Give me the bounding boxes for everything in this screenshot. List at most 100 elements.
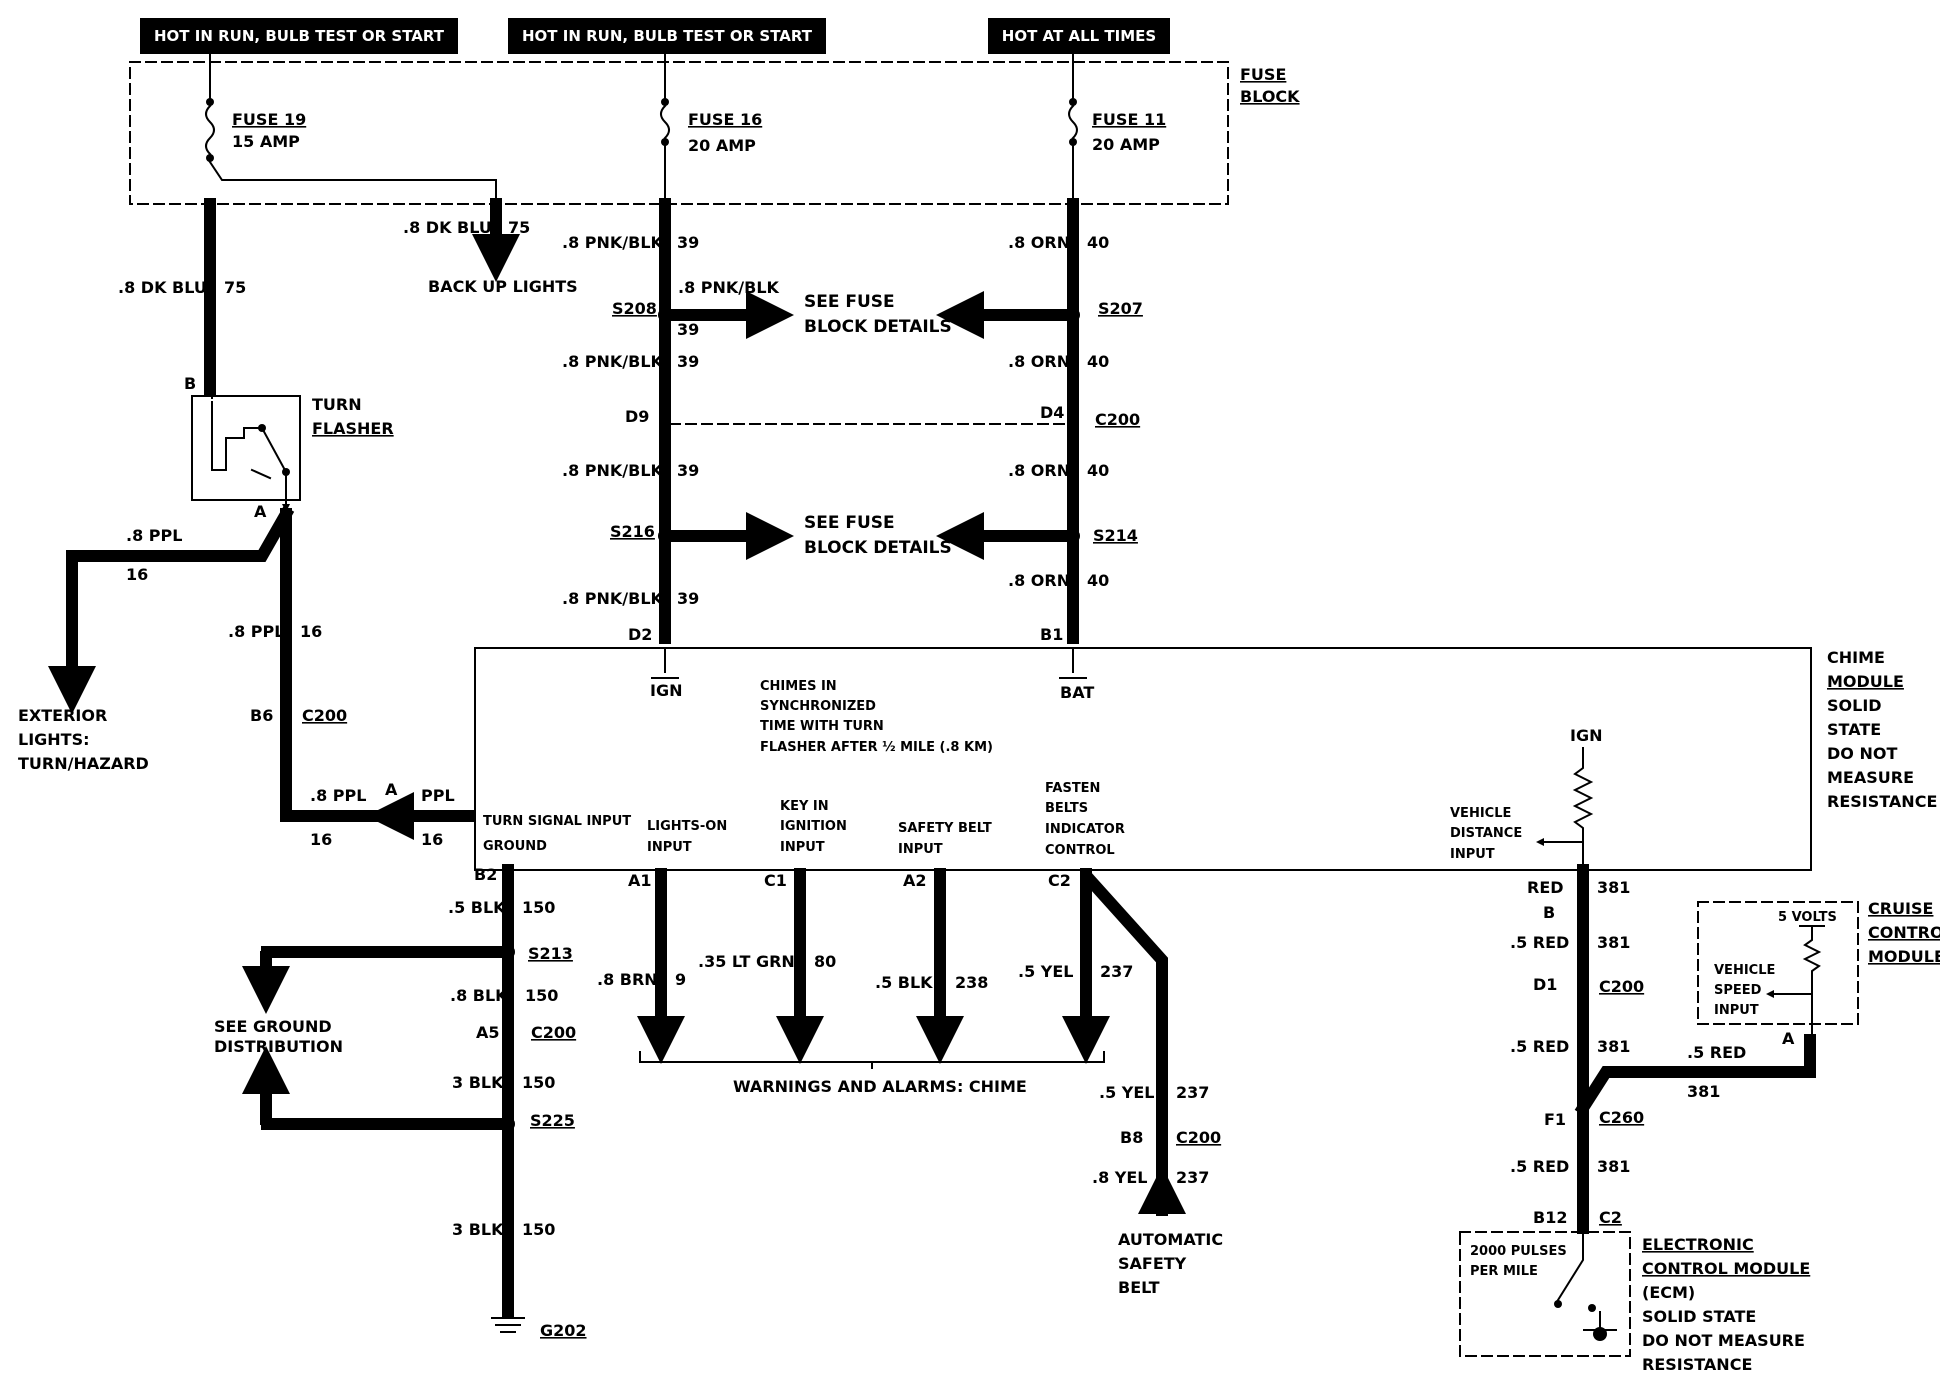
exterior-label-2: LIGHTS: [18,730,90,749]
auto-belt-label-3: BELT [1118,1278,1160,1297]
chime-side-4: STATE [1827,720,1881,739]
cruise-5-volts: 5 VOLTS [1778,910,1837,925]
see-fuse-label-2: SEE FUSE [804,513,895,533]
circuit-16-c: 16 [421,830,443,849]
circuit-16-b: 16 [310,830,332,849]
chime-ign-label: IGN [650,681,682,700]
cruise-vs-3: INPUT [1714,1003,1759,1018]
chime-side-2: MODULE [1827,672,1904,691]
pullup-resistor-icon [1572,747,1594,869]
sync-note-4: FLASHER AFTER ½ MILE (.8 KM) [760,740,993,755]
sync-note-2: SYNCHRONIZED [760,699,876,714]
pin-c2-ecm: C2 [1599,1208,1622,1227]
circuit-75-backup: 75 [508,218,530,237]
wire-label-ppl: .8 PPL [228,622,284,641]
ground-label: GROUND [483,839,547,854]
cruise-side-3: MODULE [1868,947,1940,966]
block-details-label-1: BLOCK DETAILS [804,317,952,337]
lights-on-label-2: INPUT [647,840,692,855]
ecm-side-6: RESISTANCE [1642,1355,1752,1374]
wire-label-pnk-blk-5: .8 PNK/BLK [562,589,664,608]
lights-on-label-1: LIGHTS-ON [647,819,727,834]
fuse16-icon [660,104,670,140]
fasten-label-1: FASTEN [1045,781,1100,796]
fuse11-icon [1068,104,1078,140]
wire-label-red5-1: .5 RED [1510,933,1569,952]
wire-label-pnk-blk-3: .8 PNK/BLK [562,352,664,371]
cruise-module-box [1697,901,1859,1025]
splice-s207: S207 [1098,299,1143,318]
fuse19-rating: 15 AMP [232,132,300,151]
circuit-9: 9 [675,970,686,989]
wire-ppl-chime [280,508,396,822]
fuse19-name: FUSE 19 [232,110,306,129]
wire-label-ppl-ext: .8 PPL [126,526,182,545]
circuit-16: 16 [300,622,322,641]
header-fuse19: HOT IN RUN, BULB TEST OR START [140,18,458,54]
fuse-block-outline [129,61,1229,205]
wire-label-red5-3: .5 RED [1510,1157,1569,1176]
warnings-bracket [639,1051,1105,1069]
ecm-side-4: SOLID STATE [1642,1307,1756,1326]
wire-yel-237-belt [1081,871,1168,1196]
see-ground-label-2: DISTRIBUTION [214,1037,343,1056]
warnings-label: WARNINGS AND ALARMS: CHIME [733,1077,1027,1096]
connector-c200-d4: C200 [1095,410,1140,429]
pin-d4: D4 [1040,403,1064,422]
circuit-40-1: 40 [1087,233,1109,252]
circuit-39-3: 39 [677,352,699,371]
pin-c1: C1 [764,871,787,890]
circuit-40-2: 40 [1087,352,1109,371]
circuit-381-2: 381 [1597,933,1630,952]
circuit-39-2: 39 [677,320,699,339]
circuit-238: 238 [955,973,988,992]
connector-c200-a5: C200 [531,1023,576,1042]
turn-label: TURN [312,395,362,414]
flasher-label: FLASHER [312,419,394,438]
wire-label-blk8: .8 BLK [450,986,508,1005]
pin-b2: B2 [474,865,497,884]
circuit-150-3: 150 [522,1073,555,1092]
sync-note-1: CHIMES IN [760,679,837,694]
circuit-39-5: 39 [677,589,699,608]
pin-c2: C2 [1048,871,1071,890]
pin-b1: B1 [1040,625,1063,644]
pin-d9: D9 [625,407,649,426]
wire-label-lt-grn: .35 LT GRN [698,952,795,971]
fuse19-icon [205,104,215,156]
connector-c200-b6: C200 [302,706,347,725]
circuit-39-4: 39 [677,461,699,480]
key-label-3: INPUT [780,840,825,855]
fuse16-name: FUSE 16 [688,110,762,129]
chime-side-3: SOLID [1827,696,1882,715]
fasten-label-4: CONTROL [1045,843,1115,858]
wire-label-red5-cruise: .5 RED [1687,1043,1746,1062]
svg-text:HOT IN RUN, BULB TEST OR START: HOT IN RUN, BULB TEST OR START [154,27,445,45]
wire-label-dk-blu: .8 DK BLU [118,278,207,297]
wire-label-ppl-2: .8 PPL [310,786,366,805]
pin-a-flasher: A [254,502,267,521]
turn-flasher-icon [211,401,288,480]
fuse-block-label-1: FUSE [1240,65,1286,84]
circuit-381-4: 381 [1597,1157,1630,1176]
circuit-381-3: 381 [1597,1037,1630,1056]
circuit-381-cruise: 381 [1687,1082,1720,1101]
pin-d1: D1 [1533,975,1557,994]
chime-side-6: MEASURE [1827,768,1914,787]
wire-label-blk5: .5 BLK [448,898,506,917]
pin-b8: B8 [1120,1128,1143,1147]
circuit-16-ext: 16 [126,565,148,584]
splice-s225: S225 [530,1111,575,1130]
turn-signal-input-label: TURN SIGNAL INPUT [483,814,631,829]
wire-label-orn-3: .8 ORN [1008,461,1070,480]
ecm-side-5: DO NOT MEASURE [1642,1331,1805,1350]
auto-belt-label-2: SAFETY [1118,1254,1187,1273]
pin-a2: A2 [903,871,927,890]
fuse16-rating: 20 AMP [688,136,756,155]
arrow-s213-ground [242,946,507,1014]
ecm-side-2: CONTROL MODULE [1642,1259,1810,1278]
ecm-side-1: ELECTRONIC [1642,1235,1754,1254]
fuse-block-label-2: BLOCK [1240,87,1300,106]
